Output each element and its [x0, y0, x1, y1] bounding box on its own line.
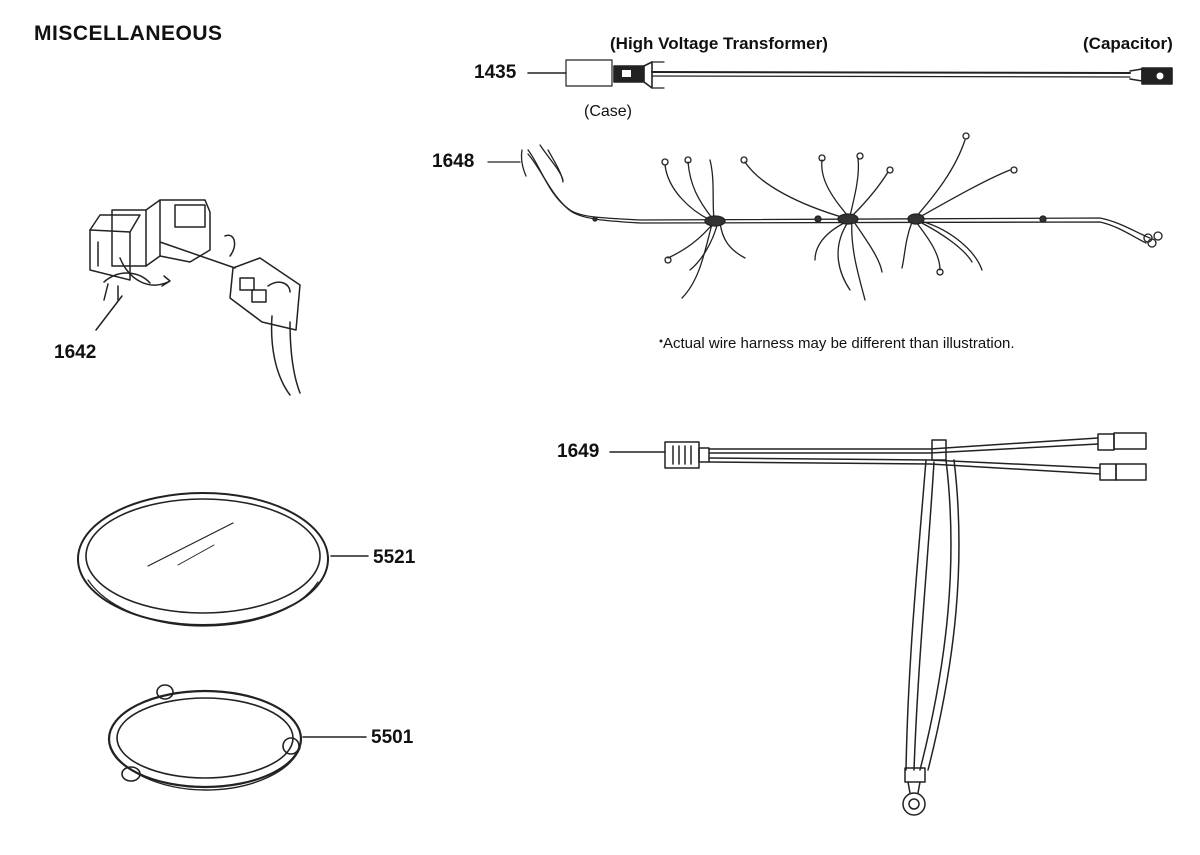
caption-capacitor: (Capacitor) [1083, 34, 1173, 53]
wire-harness-1648 [487, 132, 1163, 301]
section-title: MISCELLANEOUS [34, 22, 223, 45]
note-marker [659, 339, 663, 343]
caption-case: (Case) [584, 103, 633, 120]
caption-harness-note: Actual wire harness may be different tha… [663, 335, 1015, 352]
hv-wire-1435 [527, 59, 1173, 89]
part-number-1649: 1649 [557, 441, 600, 462]
connector-1642 [89, 199, 301, 396]
part-number-5521: 5521 [373, 547, 416, 568]
part-number-5501: 5501 [371, 727, 414, 748]
part-number-1648: 1648 [432, 151, 475, 172]
lead-wire-1649 [609, 432, 1147, 816]
caption-high-voltage-transformer: (High Voltage Transformer) [610, 34, 828, 53]
roller-ring-5501 [107, 684, 367, 791]
glass-tray-5521 [77, 492, 369, 627]
part-number-1642: 1642 [54, 342, 97, 363]
part-number-1435: 1435 [474, 62, 517, 83]
